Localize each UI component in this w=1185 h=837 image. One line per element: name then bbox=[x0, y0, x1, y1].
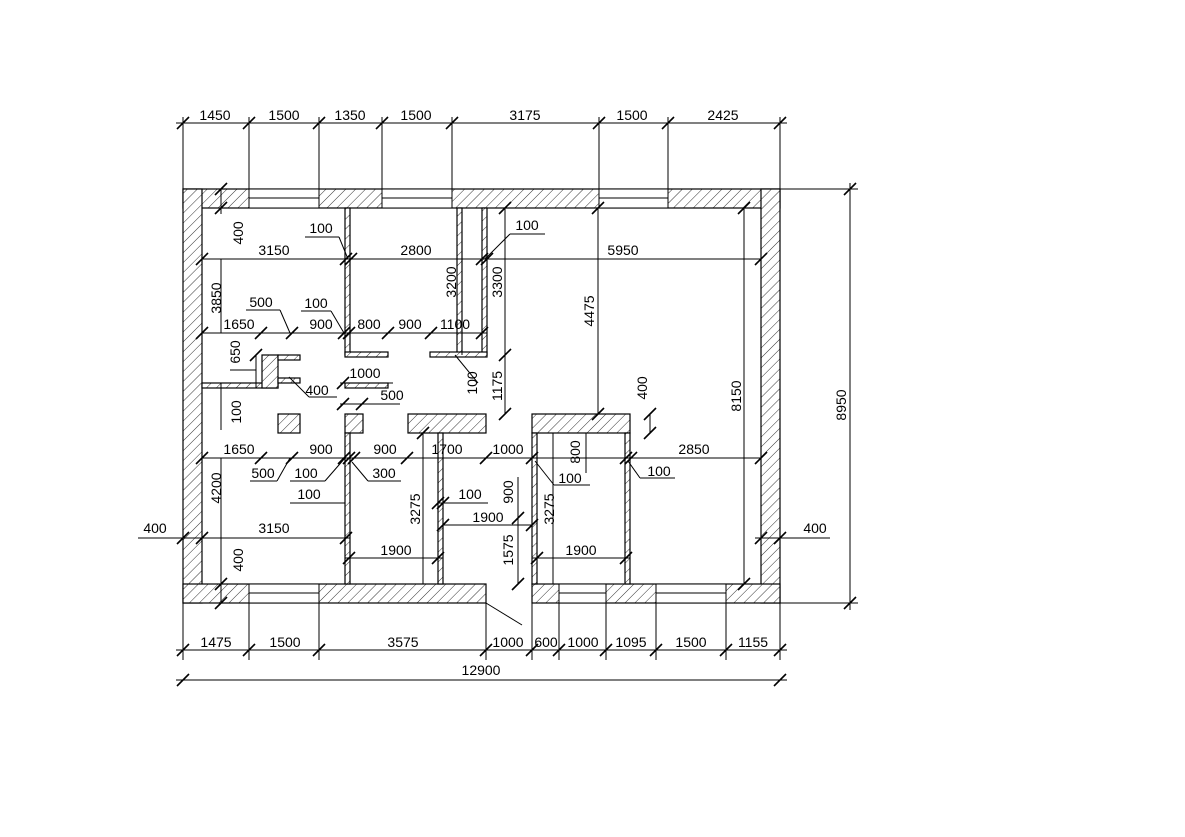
dimension-tick bbox=[242, 643, 256, 657]
dim-label: 1650 bbox=[223, 441, 254, 457]
dim-label: 650 bbox=[227, 340, 243, 364]
dim-label: 4475 bbox=[581, 295, 597, 326]
dim-label: 300 bbox=[372, 465, 396, 481]
dimension-tick bbox=[599, 643, 613, 657]
dimension-tick bbox=[773, 116, 787, 130]
dim-label: 900 bbox=[309, 316, 333, 332]
dim-label: 100 bbox=[294, 465, 318, 481]
dimension-tick bbox=[661, 116, 675, 130]
bottom-dim: 600 bbox=[534, 634, 558, 650]
dim-label: 3850 bbox=[208, 282, 224, 313]
dim-label: 400 bbox=[230, 548, 246, 572]
bottom-dim: 1000 bbox=[492, 634, 523, 650]
top-dim: 1350 bbox=[334, 107, 365, 123]
dimension-tick bbox=[719, 643, 733, 657]
bottom-dim: 3575 bbox=[387, 634, 418, 650]
dim-label: 3200 bbox=[443, 266, 459, 297]
dim-label: 3275 bbox=[407, 493, 423, 524]
dim-label: 800 bbox=[357, 316, 381, 332]
dim-label: 3150 bbox=[258, 520, 289, 536]
dim-label: 1700 bbox=[431, 441, 462, 457]
dim-label: 100 bbox=[515, 217, 539, 233]
bottom-dim: 1500 bbox=[675, 634, 706, 650]
dim-label: 100 bbox=[464, 371, 480, 395]
dim-label: 1100 bbox=[440, 316, 470, 332]
overall-width: 12900 bbox=[462, 662, 501, 678]
dimension-tick bbox=[649, 643, 663, 657]
dim-label: 100 bbox=[297, 486, 321, 502]
dim-label: 3275 bbox=[541, 493, 557, 524]
dim-label: 500 bbox=[249, 294, 273, 310]
dimension-tick bbox=[176, 643, 190, 657]
dimension-tick bbox=[375, 116, 389, 130]
top-dim: 3175 bbox=[509, 107, 540, 123]
dimension-tick bbox=[552, 643, 566, 657]
dim-label: 3150 bbox=[258, 242, 289, 258]
dimension-tick bbox=[479, 643, 493, 657]
bottom-dim: 1475 bbox=[200, 634, 231, 650]
dim-label: 1000 bbox=[492, 441, 523, 457]
top-dim: 1500 bbox=[268, 107, 299, 123]
interior-dims: 3150 2800 5950 400 100 100 3200 3300 447… bbox=[195, 182, 768, 626]
bottom-dimension-chain: 1475 1500 3575 1000 600 1000 1095 1500 1… bbox=[176, 603, 787, 687]
bottom-dim: 1000 bbox=[567, 634, 598, 650]
dim-label: 900 bbox=[373, 441, 397, 457]
dim-label: 2850 bbox=[678, 441, 709, 457]
top-dim: 1500 bbox=[616, 107, 647, 123]
overall-height: 8950 bbox=[833, 389, 849, 420]
right-wall-dim: 400 bbox=[803, 520, 827, 536]
dimension-tick bbox=[525, 643, 539, 657]
dim-label: 8150 bbox=[728, 380, 744, 411]
dim-label: 900 bbox=[309, 441, 333, 457]
top-dimension-chain: 1450 1500 1350 1500 3175 1500 2425 bbox=[176, 107, 787, 189]
bottom-dim: 1500 bbox=[269, 634, 300, 650]
bottom-dim: 1155 bbox=[738, 634, 768, 650]
dim-label: 1000 bbox=[349, 365, 380, 381]
top-dim: 1500 bbox=[400, 107, 431, 123]
dim-label: 1650 bbox=[223, 316, 254, 332]
dimension-tick bbox=[312, 643, 326, 657]
dim-label: 500 bbox=[380, 387, 404, 403]
dim-label: 400 bbox=[634, 376, 650, 400]
dimension-tick bbox=[176, 116, 190, 130]
dim-label: 1175 bbox=[489, 371, 505, 401]
top-dim: 1450 bbox=[199, 107, 230, 123]
dimension-tick bbox=[445, 116, 459, 130]
dimension-tick bbox=[592, 116, 606, 130]
left-wall-dim: 400 bbox=[143, 520, 167, 536]
dim-label: 100 bbox=[558, 470, 582, 486]
dimension-tick bbox=[312, 116, 326, 130]
dim-label: 1900 bbox=[472, 509, 503, 525]
dim-label: 900 bbox=[500, 480, 516, 504]
dim-label: 4200 bbox=[208, 472, 224, 503]
dim-label: 5950 bbox=[607, 242, 638, 258]
dim-label: 900 bbox=[398, 316, 422, 332]
right-dimension: 8950 bbox=[780, 182, 858, 610]
windows bbox=[248, 188, 727, 604]
dim-label: 100 bbox=[304, 295, 328, 311]
dim-label: 100 bbox=[458, 486, 482, 502]
dim-label: 100 bbox=[309, 220, 333, 236]
dimension-tick bbox=[242, 116, 256, 130]
dim-label: 1900 bbox=[380, 542, 411, 558]
bottom-dim: 1095 bbox=[615, 634, 646, 650]
top-dim: 2425 bbox=[707, 107, 738, 123]
dim-label: 500 bbox=[251, 465, 275, 481]
dim-label: 400 bbox=[305, 382, 329, 398]
dim-label: 100 bbox=[228, 400, 244, 424]
dim-label: 800 bbox=[567, 440, 583, 464]
dim-label: 1575 bbox=[500, 534, 516, 565]
wall-thickness-dims: 400 400 bbox=[138, 520, 830, 545]
dim-label: 100 bbox=[647, 463, 671, 479]
dim-label: 1900 bbox=[565, 542, 596, 558]
dim-label: 3300 bbox=[489, 266, 505, 297]
dim-label: 400 bbox=[230, 221, 246, 245]
dimension-tick bbox=[773, 643, 787, 657]
dim-label: 2800 bbox=[400, 242, 431, 258]
